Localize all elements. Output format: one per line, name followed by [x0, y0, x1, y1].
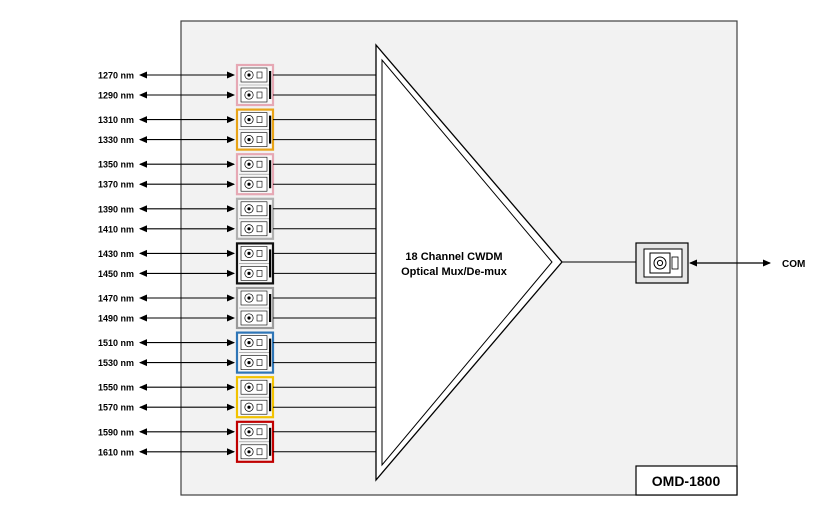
port-core — [247, 162, 251, 166]
model-label-box — [635, 465, 738, 496]
port-latch — [256, 294, 263, 302]
com-label: COM — [782, 259, 805, 270]
port-latch — [256, 180, 263, 188]
port-latch — [256, 160, 263, 168]
channel-label: 1270 nm — [98, 71, 134, 81]
port-latch — [256, 359, 263, 366]
channel-pair[interactable]: 1510 nm 1530 nm — [98, 331, 376, 374]
port-latch — [256, 270, 263, 277]
channel-pair[interactable]: 1310 nm 1330 nm — [98, 108, 376, 151]
port-latch — [256, 448, 263, 456]
port-core — [247, 430, 251, 434]
channel-pair[interactable]: 1270 nm 1290 nm — [98, 63, 376, 107]
port-latch — [256, 205, 263, 213]
port-core — [247, 385, 251, 389]
port-latch — [256, 136, 263, 143]
port-latch — [256, 428, 263, 436]
port-core — [247, 207, 251, 211]
channel-label: 1450 nm — [98, 269, 134, 279]
com-connector[interactable] — [635, 242, 689, 284]
channel-label: 1310 nm — [98, 115, 134, 125]
channel-pair[interactable]: 1350 nm 1370 nm — [98, 153, 376, 196]
port-latch — [256, 339, 263, 346]
channel-label: 1490 nm — [98, 314, 134, 324]
connector-clip — [269, 160, 272, 189]
port-latch — [256, 403, 263, 411]
port-core — [247, 138, 251, 142]
connector-clip — [269, 338, 272, 367]
connector-clip — [269, 115, 272, 144]
channel-group: 1270 nm 1290 nm 1310 nm 1330 nm 1350 nm 1370 … — [98, 63, 376, 463]
port-latch — [256, 314, 263, 322]
port-latch — [256, 250, 263, 257]
port-core — [247, 296, 251, 300]
model-label: OMD-1800 — [652, 473, 721, 489]
channel-label: 1330 nm — [98, 135, 134, 145]
channel-label: 1570 nm — [98, 403, 134, 413]
channel-label: 1610 nm — [98, 447, 134, 457]
connector-clip — [269, 427, 272, 456]
port-core — [247, 227, 251, 231]
port-core — [247, 73, 251, 77]
port-core — [247, 341, 251, 345]
channel-label: 1370 nm — [98, 180, 134, 190]
connector-clip — [269, 249, 272, 278]
port-core — [247, 271, 251, 275]
mux-triangle-inner — [381, 58, 553, 467]
channel-label: 1290 nm — [98, 91, 134, 101]
connector-clip — [269, 383, 272, 412]
port-latch — [256, 383, 263, 391]
block-label-line1: 18 Channel CWDM — [405, 251, 502, 263]
port-latch — [256, 225, 263, 233]
channel-label: 1510 nm — [98, 338, 134, 348]
connector-clip — [269, 294, 272, 322]
port-latch — [256, 91, 263, 99]
channel-pair[interactable]: 1470 nm 1490 nm — [98, 286, 376, 330]
channel-label: 1530 nm — [98, 358, 134, 368]
channel-pair[interactable]: 1590 nm 1610 nm — [98, 420, 376, 463]
channel-label: 1550 nm — [98, 383, 134, 393]
connector-clip — [269, 71, 272, 99]
connector-clip — [269, 204, 272, 233]
channel-label: 1590 nm — [98, 427, 134, 437]
port-core — [247, 118, 251, 122]
channel-pair[interactable]: 1390 nm 1410 nm — [98, 197, 376, 240]
channel-label: 1390 nm — [98, 204, 134, 214]
port-latch — [256, 71, 263, 79]
channel-label: 1350 nm — [98, 160, 134, 170]
port-core — [247, 361, 251, 365]
port-core — [247, 182, 251, 186]
port-core — [247, 251, 251, 255]
port-core — [247, 93, 251, 97]
channel-pair[interactable]: 1430 nm 1450 nm — [98, 242, 376, 285]
channel-pair[interactable]: 1550 nm 1570 nm — [98, 376, 376, 419]
channel-label: 1410 nm — [98, 224, 134, 234]
port-core — [247, 316, 251, 320]
channel-label: 1470 nm — [98, 294, 134, 304]
port-core — [247, 405, 251, 409]
port-latch — [256, 116, 263, 123]
channel-label: 1430 nm — [98, 249, 134, 259]
port-core — [247, 450, 251, 454]
block-label-line2: Optical Mux/De-mux — [401, 266, 508, 278]
